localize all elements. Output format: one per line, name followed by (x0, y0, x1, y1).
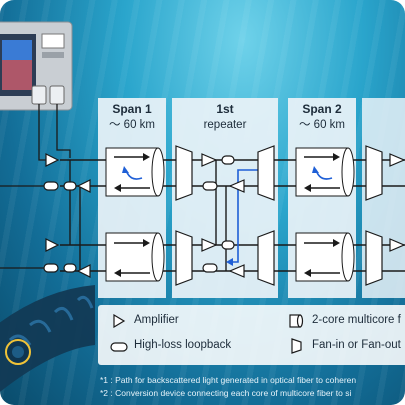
loopbacks (43, 155, 235, 273)
footnote-1: *1 : Path for backscattered light genera… (100, 375, 357, 385)
legend: Amplifier High-loss loopback 2-core mult… (98, 305, 405, 365)
instrument-cables (0, 104, 71, 269)
repeater-subtitle: repeater (204, 119, 247, 131)
submarine-cable-illustration (0, 285, 95, 392)
direction-arrows (114, 153, 340, 277)
span1-fiber-upper (105, 147, 165, 197)
fan-devices (175, 145, 383, 286)
footnote-2: *2 : Conversion device connecting each c… (100, 388, 352, 398)
span2-title: Span 2 (302, 102, 342, 116)
fan-device-icon (291, 338, 302, 354)
span2-fiber-upper (295, 147, 355, 197)
repeater-title: 1st (216, 102, 233, 116)
span1-fiber-lower (105, 232, 165, 282)
legend-amplifier-label: Amplifier (134, 314, 179, 326)
legend-loopback-label: High-loss loopback (134, 339, 232, 351)
legend-multicore-label: 2-core multicore f (312, 314, 401, 326)
span1-distance: 〜 60 km (109, 119, 155, 131)
span2-fiber-lower (295, 232, 355, 282)
span1-title: Span 1 (112, 102, 152, 116)
multicore-fiber-icon (289, 314, 304, 328)
footnotes: *1 : Path for backscattered light genera… (100, 374, 405, 400)
amplifier-icon (113, 314, 126, 328)
legend-fan-label: Fan-in or Fan-out (312, 339, 401, 351)
measurement-instrument (0, 21, 73, 111)
amplifiers (45, 153, 405, 278)
loopback-icon (110, 342, 128, 352)
span2-distance: 〜 60 km (299, 119, 345, 131)
